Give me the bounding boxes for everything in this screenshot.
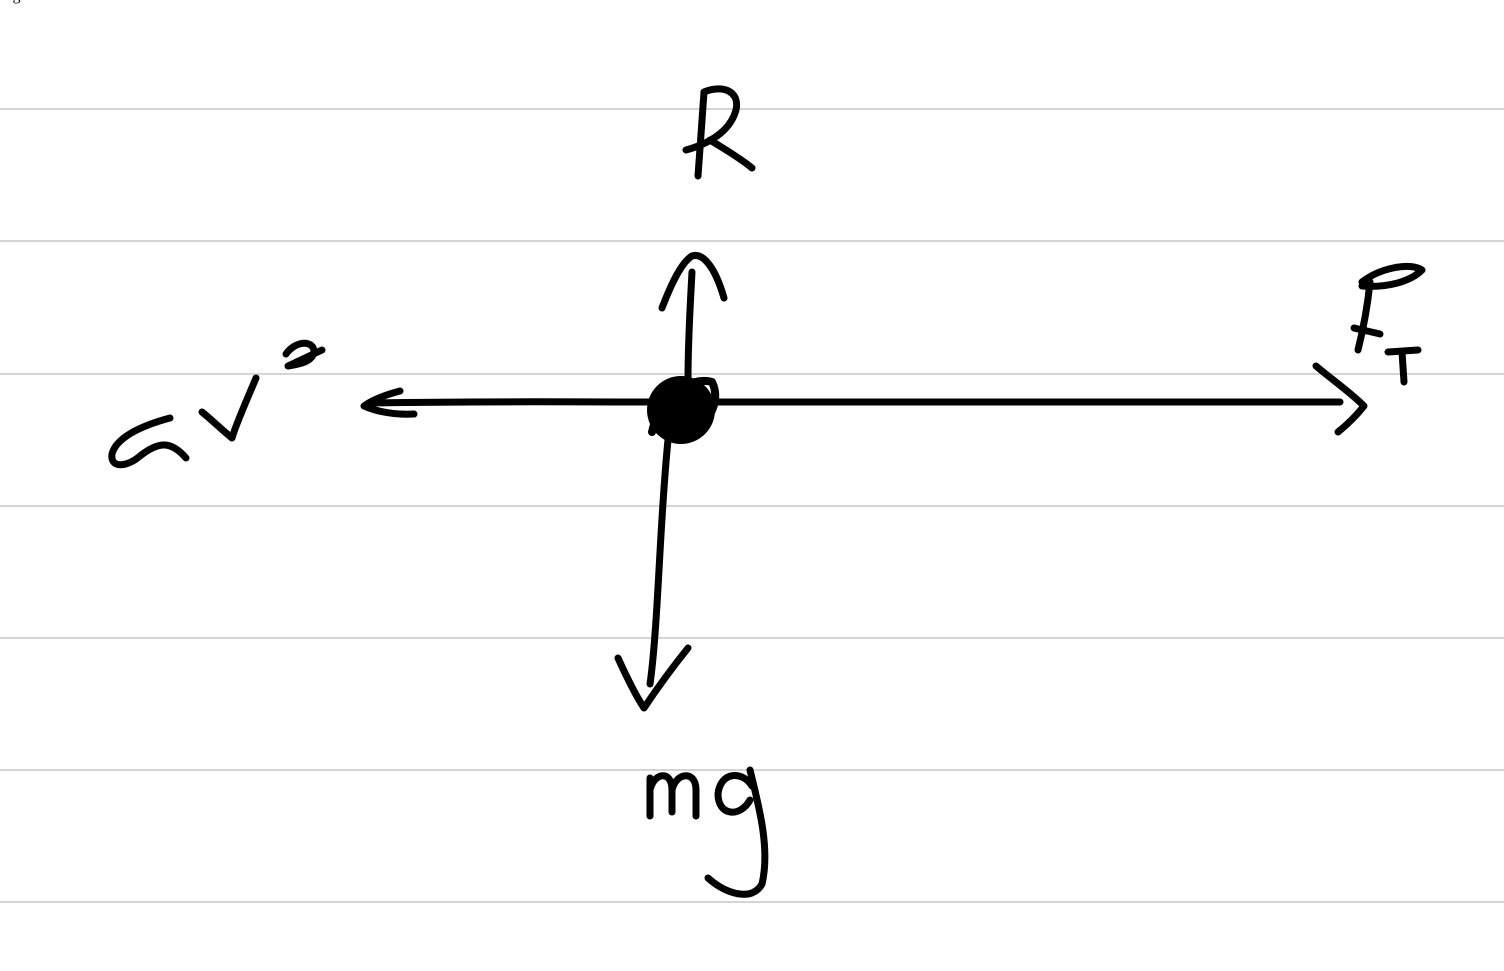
- svg-text:αv: αv: [0, 0, 16, 4]
- label-resistance: αv 2: [0, 0, 326, 469]
- svg-text:mg: mg: [0, 0, 20, 4]
- svg-text:2: 2: [0, 0, 8, 4]
- reaction-force-arrow: [658, 252, 728, 384]
- particle-dot: [647, 376, 720, 444]
- weight-force-arrow: [614, 436, 692, 712]
- svg-text:R: R: [0, 0, 11, 4]
- driving-force-arrow: [708, 362, 1368, 436]
- resistance-force-arrow: [360, 387, 664, 418]
- label-reaction: R: [0, 0, 756, 180]
- label-driving-force: F T: [0, 0, 1426, 386]
- label-weight: mg: [0, 0, 769, 898]
- svg-text:T: T: [0, 0, 10, 4]
- svg-text:F: F: [0, 0, 9, 4]
